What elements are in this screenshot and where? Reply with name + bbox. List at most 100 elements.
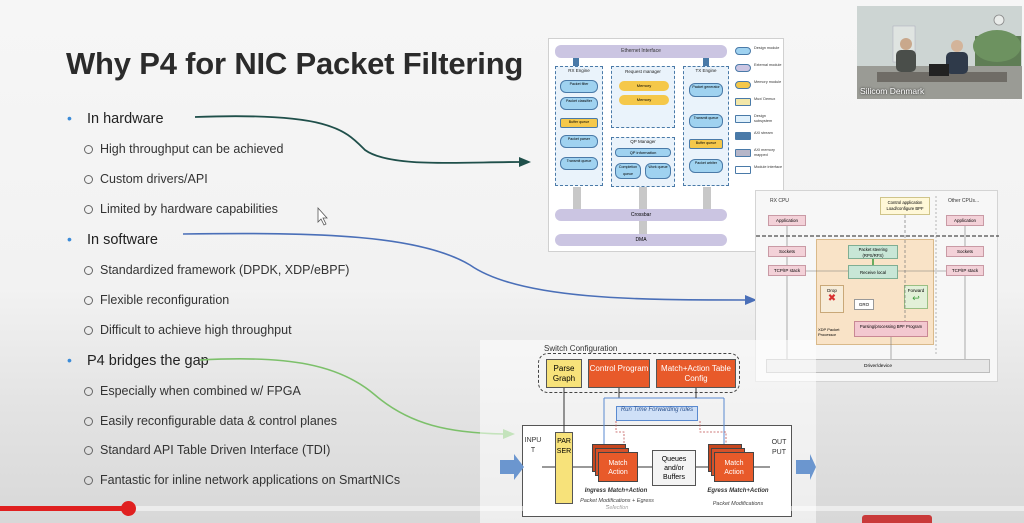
rx-cpu-label: RX CPU (770, 198, 789, 204)
slide-title: Why P4 for NIC Packet Filtering (66, 46, 524, 81)
forward-box: Forward ↩ (904, 285, 928, 309)
sub-bullet: Standardized framework (DPDK, XDP/eBPF) (84, 263, 350, 277)
legend-label: External module (754, 63, 782, 67)
switch-config-frame (538, 353, 740, 393)
section-heading-text: P4 bridges the gap (87, 353, 209, 369)
legend-swatch (735, 115, 751, 123)
tx-component: Packet arbiter (689, 159, 723, 173)
p4-flow-arrows (500, 388, 816, 480)
ingress-label: Ingress Match+Action (584, 488, 648, 494)
webcam-video-overlay[interactable]: Silicom Denmark (857, 6, 1022, 99)
video-progress-fill (0, 506, 128, 511)
bullet-dot: • (67, 110, 72, 126)
legend-label: Module interface (754, 165, 783, 169)
crossbar-box: Crossbar (555, 209, 727, 221)
sub-bullet-text: Standard API Table Driven Interface (TDI… (100, 443, 331, 457)
sub-bullet-circle (84, 205, 93, 214)
webcam-scene (857, 6, 1022, 99)
parse-graph-box: Parse Graph (546, 359, 582, 388)
control-application-box: Control application Load/configure BPF (880, 197, 930, 215)
sub-bullet: High throughput can be achieved (84, 142, 284, 156)
sub-bullet: Flexible reconfiguration (84, 293, 230, 307)
sockets-left-box: Sockets (768, 246, 806, 257)
sub-bullet: Easily reconfigurable data & control pla… (84, 414, 337, 428)
sub-bullet: Custom drivers/API (84, 172, 208, 186)
legend-label: AXI stream (754, 131, 773, 135)
legend-swatch (735, 98, 751, 106)
input-arrow (500, 454, 524, 480)
video-scrubber-handle[interactable] (121, 501, 136, 516)
application-right-box: Application (946, 215, 984, 226)
video-progress-bar[interactable] (0, 501, 1024, 516)
sub-bullet-circle (84, 446, 93, 455)
work-queue-box: Work queue (645, 163, 671, 179)
dma-box: DMA (555, 234, 727, 246)
output-arrow (796, 454, 816, 480)
sub-bullet: Limited by hardware capabilities (84, 202, 278, 216)
legend-label: AXI memory mapped (754, 148, 775, 157)
control-application-sub: Load/configure BPF (886, 206, 924, 211)
sub-bullet-text: Limited by hardware capabilities (100, 202, 278, 216)
qp-manager-label: QP Manager (630, 139, 656, 144)
parsing-bpf-box: Parsing/processing BPF Program (854, 321, 928, 337)
bullet-dot: • (67, 231, 72, 247)
tx-component: Buffer queue (689, 139, 723, 149)
sub-bullet-text: High throughput can be achieved (100, 142, 284, 156)
request-manager-label: Request manager (625, 69, 661, 74)
sub-bullet: Difficult to achieve high throughput (84, 323, 292, 337)
sub-bullet-text: Custom drivers/API (100, 172, 208, 186)
tx-component: Transmit queue (689, 114, 723, 128)
drop-box: Drop ✖ (820, 285, 844, 313)
sub-bullet: Fantastic for inline network application… (84, 473, 401, 487)
section-heading-text: In hardware (87, 111, 164, 127)
legend-label: Design subsystem (754, 114, 773, 123)
egress-match-box: Match Action (714, 452, 754, 482)
sub-bullet-circle (84, 326, 93, 335)
legend-swatch (735, 47, 751, 55)
legend-swatch (735, 149, 751, 157)
section-heading-text: In software (87, 232, 158, 248)
rx-component: Transmit queue (560, 157, 598, 170)
application-left-box: Application (768, 215, 806, 226)
legend-swatch (735, 132, 751, 140)
forward-arrow-icon: ↩ (912, 293, 920, 303)
sub-bullet-text: Especially when combined w/ FPGA (100, 384, 301, 398)
logo-fragment (862, 515, 932, 523)
sockets-right-box: Sockets (946, 246, 984, 257)
control-program-box: Control Program (588, 359, 650, 388)
sub-bullet-circle (84, 145, 93, 154)
other-cpus-label: Other CPUs... (948, 198, 980, 204)
sub-bullet-text: Difficult to achieve high throughput (100, 323, 292, 337)
webcam-caption: Silicom Denmark (860, 86, 925, 96)
completion-queue-box: Completion queue (615, 163, 641, 179)
tcp-ip-left-box: TCP/IP stack (768, 265, 806, 276)
output-box: OUTPUT (771, 439, 787, 456)
tx-component: Packet generator (689, 83, 723, 97)
sub-bullet-text: Fantastic for inline network application… (100, 473, 401, 487)
forward-label: Forward (907, 288, 925, 293)
sub-bullet-circle (84, 175, 93, 184)
mouse-cursor (317, 206, 328, 226)
legend-swatch (735, 81, 751, 89)
memory-box-2: Memory (619, 95, 669, 105)
hardware-architecture-diagram: Ethernet Interface RX Engine Request man… (548, 38, 784, 252)
ingress-match-box: Match Action (598, 452, 638, 482)
sub-bullet-text: Easily reconfigurable data & control pla… (100, 414, 337, 428)
bullet-dot: • (67, 352, 72, 368)
section-heading-1: • In software (67, 231, 158, 248)
xdp-processor-label: XDP Packet Processor (818, 327, 840, 337)
hw-bus-arrows (573, 58, 711, 234)
legend-label: Memory module (754, 80, 782, 84)
table-config-box: Match+Action Table Config (656, 359, 736, 388)
sub-bullet-text: Standardized framework (DPDK, XDP/eBPF) (100, 263, 350, 277)
legend-label: Design module (754, 46, 780, 50)
rx-component: Packet parser (560, 135, 598, 148)
sub-bullet-circle (84, 387, 93, 396)
section-heading-2: • P4 bridges the gap (67, 352, 209, 369)
tx-engine-label: TX Engine (695, 68, 717, 73)
control-application-label: Control application (887, 200, 923, 205)
p4-pipeline-diagram: Switch Configuration Parse Graph Control… (480, 340, 816, 523)
sub-bullet-text: Flexible reconfiguration (100, 293, 230, 307)
memory-box-1: Memory (619, 81, 669, 91)
